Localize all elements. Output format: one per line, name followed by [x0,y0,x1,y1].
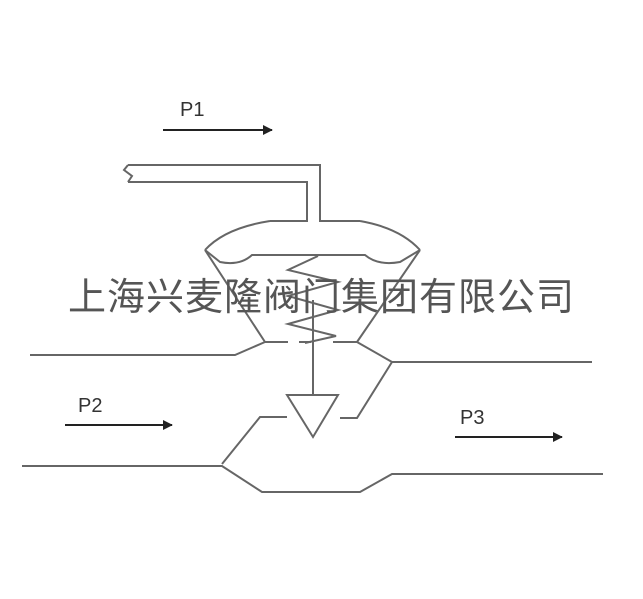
label-p2: P2 [78,395,102,417]
main-pipe [22,341,603,493]
label-p3: P3 [460,407,484,429]
valve-plug [285,394,340,439]
arrows [65,125,563,442]
control-pipe [122,164,360,222]
diaphragm-cap [204,220,421,343]
watermark-text: 上海兴麦隆阀门集团有限公司 [67,275,575,319]
label-p1: P1 [180,99,204,121]
